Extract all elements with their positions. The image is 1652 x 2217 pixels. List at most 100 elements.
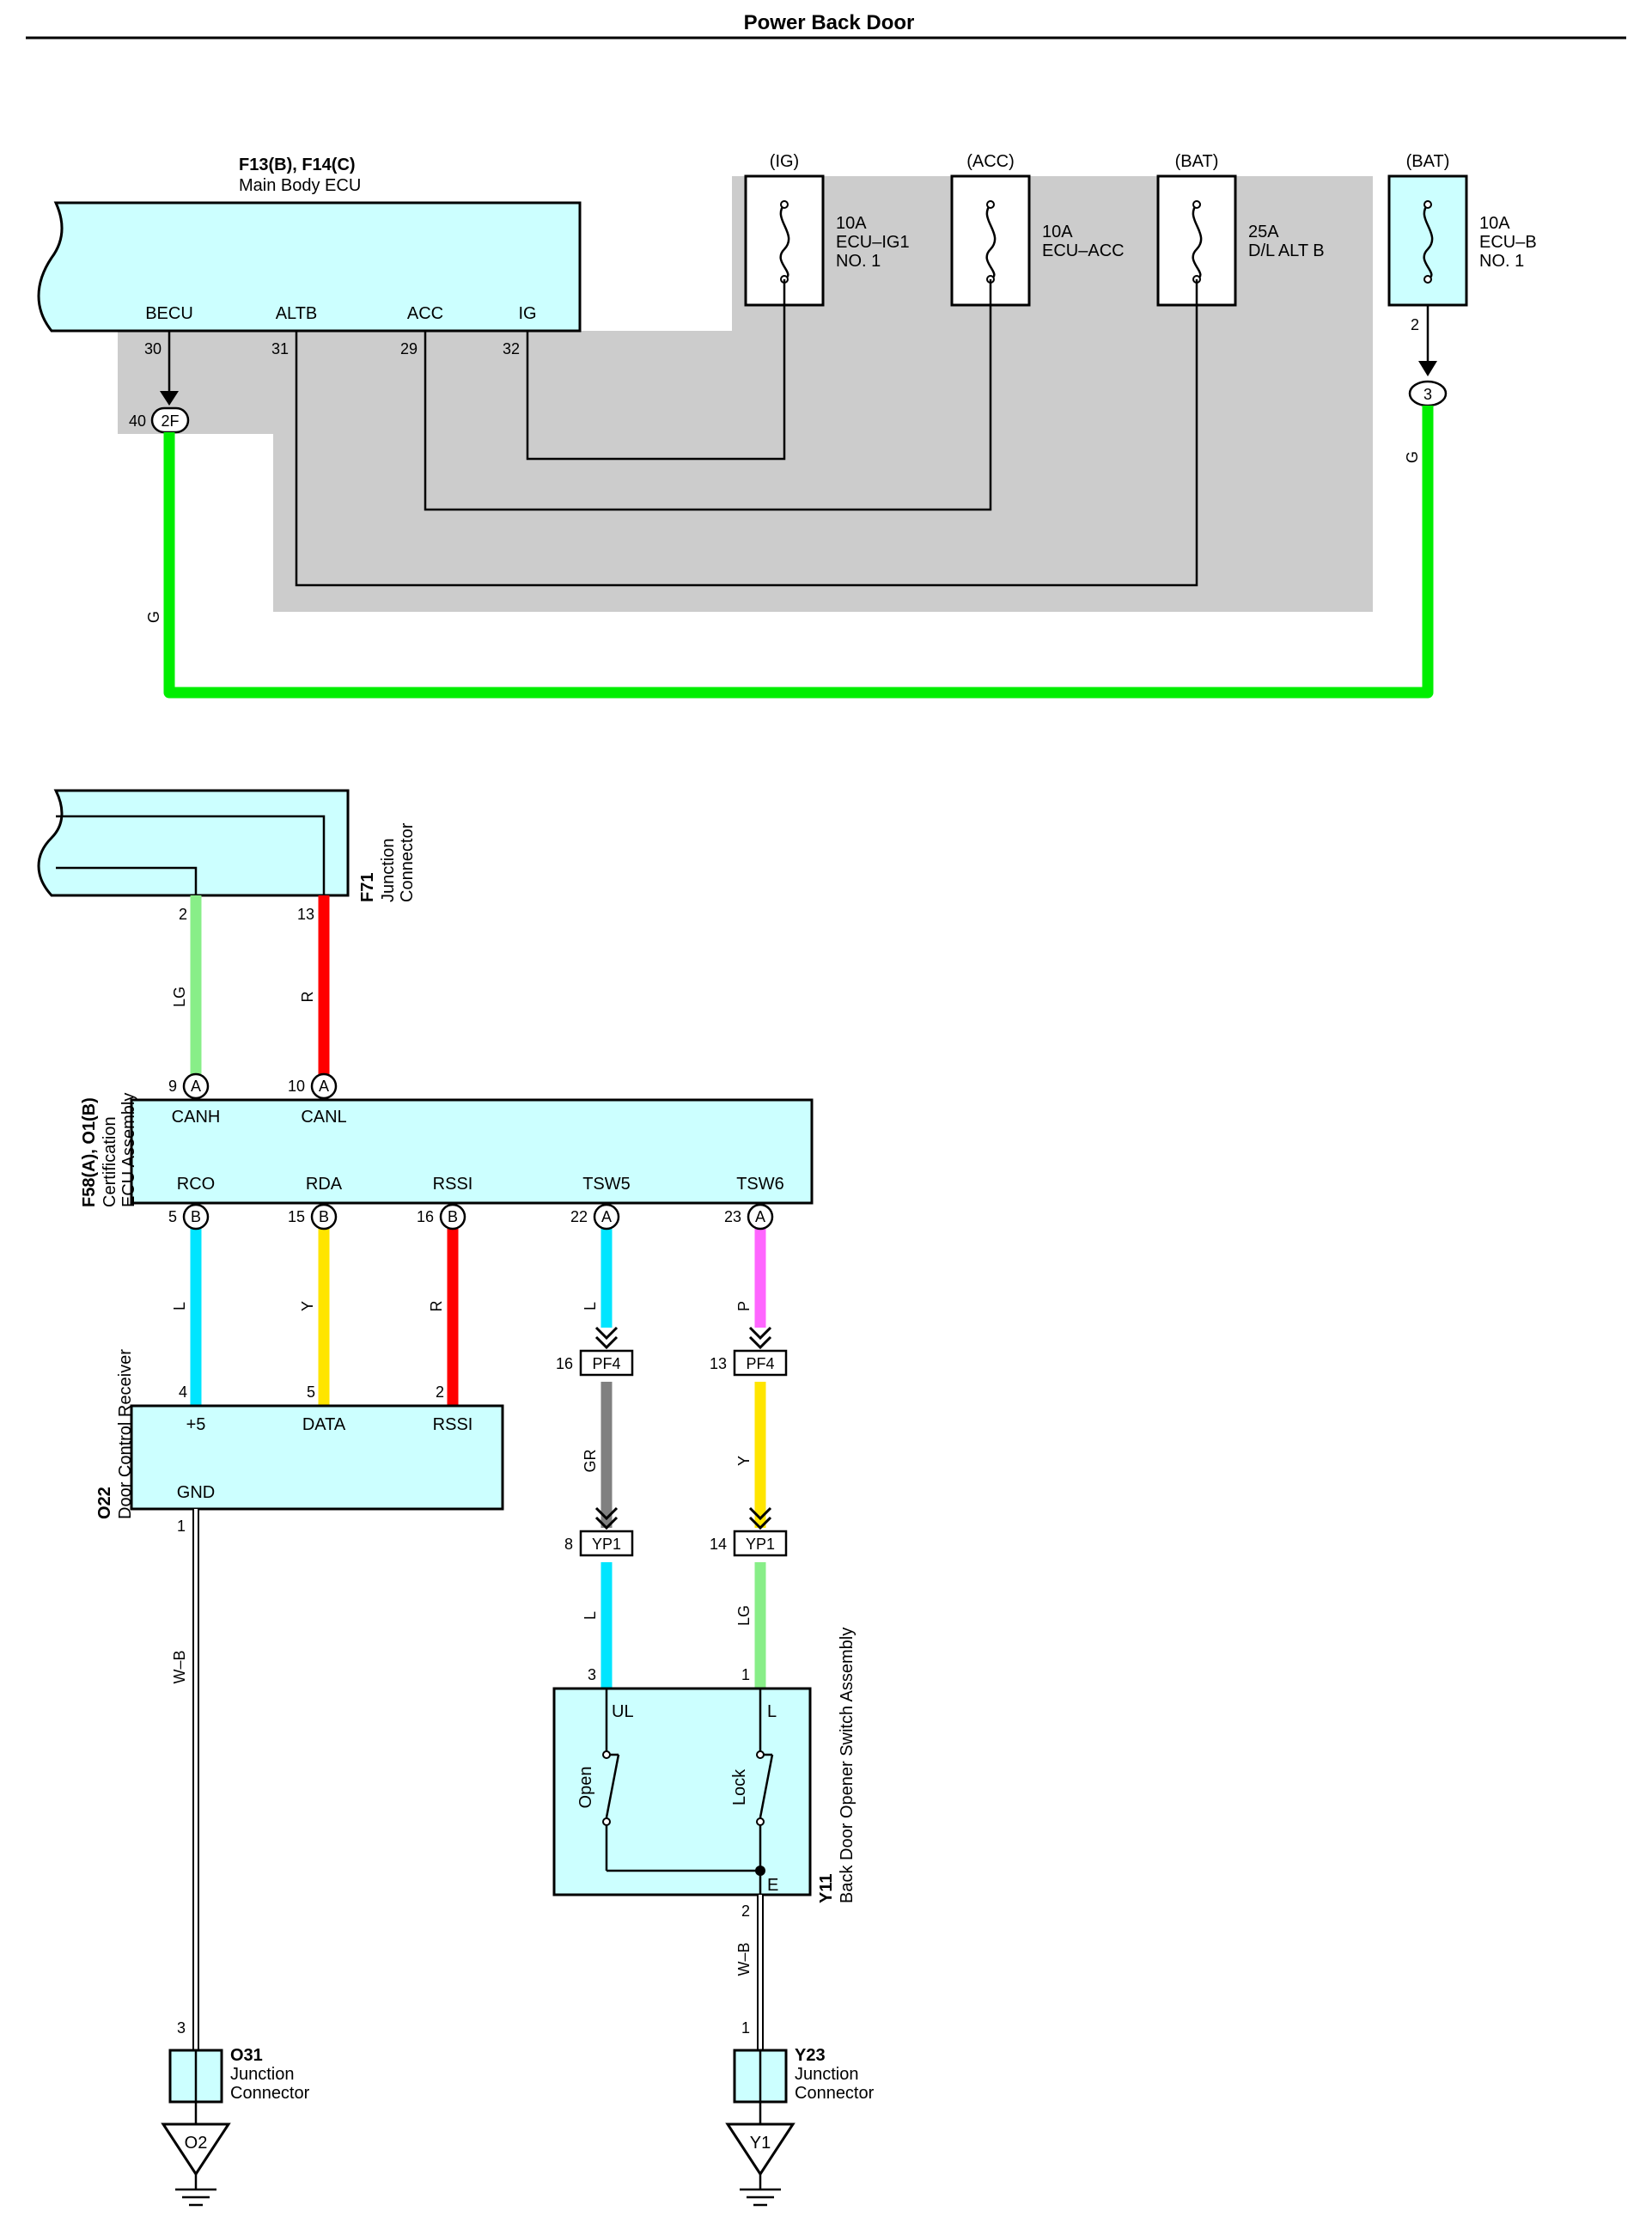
fuse-ig1-line1: 10A (836, 214, 867, 233)
ecu-pin-acc: 29 (400, 340, 418, 357)
ground-o2-symbol (175, 2174, 216, 2207)
becu-arrow (160, 391, 179, 406)
ground-o2-triangle (161, 2122, 231, 2177)
cert-conn-rda (310, 1203, 338, 1231)
switch-pin-ul: 3 (588, 1666, 596, 1683)
cert-terminal-rda: RDA (306, 1175, 343, 1194)
cert-pin-tsw5: 22 (570, 1208, 588, 1225)
cert-terminal-rssi: RSSI (433, 1175, 473, 1194)
fuse-ecu-b (1387, 174, 1468, 307)
pf4-arrow-1 (594, 1326, 619, 1350)
wire-tsw5-label: L (582, 1302, 599, 1310)
receiver-pin-gnd: 1 (177, 1518, 186, 1535)
fuse-acc-supply: (ACC) (966, 152, 1015, 171)
connector-pf4-2 (733, 1349, 788, 1377)
connector-pf4-1-label: PF4 (592, 1355, 620, 1372)
receiver-terminal-5v: +5 (186, 1415, 206, 1434)
f71-pin-2: 2 (179, 906, 187, 923)
fuse-dl-alt-b-line1: 25A (1248, 223, 1279, 241)
ground-y1-label: Y1 (750, 2134, 771, 2153)
cert-conn-tsw5-letter: A (601, 1208, 612, 1225)
wire-ig (526, 279, 786, 461)
switch-open-pivot-top (602, 1750, 611, 1759)
ground-o2-label: O2 (185, 2134, 208, 2153)
yp1-arrow-1 (594, 1506, 619, 1530)
cert-terminal-canh: CANH (172, 1108, 221, 1127)
ecu-terminal-acc: ACC (407, 304, 443, 323)
page-title: Power Back Door (744, 11, 915, 34)
cert-conn-tsw6 (747, 1203, 774, 1231)
cert-conn-canl (310, 1072, 338, 1100)
f71-box (37, 789, 350, 897)
switch-terminal-l: L (767, 1702, 777, 1721)
cert-conn-tsw6-letter: A (755, 1208, 765, 1225)
connector-yp1-1 (579, 1530, 634, 1557)
wire-gr-label: GR (582, 1449, 599, 1472)
wire-lg-low-label: LG (735, 1605, 753, 1626)
shaded-area (118, 176, 1373, 612)
connector-pf4-1 (579, 1349, 634, 1377)
cert-pin-canl: 10 (288, 1078, 305, 1095)
junction-y23-code: Y23 (795, 2046, 826, 2065)
wire-y-mid-label: Y (735, 1456, 753, 1466)
switch-open-pivot-bottom (602, 1817, 611, 1826)
ecu-pin-becu: 30 (144, 340, 162, 357)
wire-acc (424, 279, 992, 511)
junction-3-label: 3 (1423, 386, 1432, 403)
fuse-ecu-b-line2: ECU–B (1479, 233, 1537, 252)
connector-yp1-2-label: YP1 (746, 1536, 775, 1553)
switch-e-node (755, 1866, 765, 1876)
switch-gnd-wire-label: W–B (735, 1942, 753, 1976)
cert-ecu-name-line2: ECU Assembly (119, 1093, 138, 1207)
wire-g-right-label: G (1404, 451, 1421, 463)
cert-pin-rda: 15 (288, 1208, 305, 1225)
receiver-pin-5v: 4 (179, 1383, 187, 1401)
fuse-dl-alt-b-line2: D/L ALT B (1248, 241, 1325, 260)
f71-pin-13: 13 (297, 906, 314, 923)
switch-label-lock: Lock (730, 1768, 749, 1805)
f71-inner-2 (56, 866, 198, 895)
fuse-ecu-b-supply: (BAT) (1406, 152, 1450, 171)
receiver-gnd-wire-label: W–B (171, 1650, 188, 1683)
switch-name: Back Door Opener Switch Assembly (838, 1628, 856, 1903)
cert-ecu-code: F58(A), O1(B) (80, 1097, 99, 1207)
wire-tsw6-label: P (735, 1301, 753, 1311)
ecu-terminal-altb: ALTB (276, 304, 318, 323)
wire-g (163, 406, 1434, 699)
junction-y23-line1: Junction (795, 2065, 859, 2084)
wire-rda-label: Y (299, 1301, 316, 1311)
receiver-name: Door Control Receiver (116, 1349, 135, 1519)
receiver-terminal-rssi: RSSI (433, 1415, 473, 1434)
cert-terminal-tsw6: TSW6 (736, 1175, 784, 1194)
cert-conn-rssi (439, 1203, 466, 1231)
fuse-ig1-line2: ECU–IG1 (836, 233, 910, 252)
fuse-ig1-line3: NO. 1 (836, 252, 881, 271)
cert-conn-canh (182, 1072, 210, 1100)
connector-pf4-1-pin: 16 (556, 1355, 573, 1372)
ground-y1-triangle (725, 2122, 796, 2177)
ecu-pin-altb: 31 (271, 340, 289, 357)
switch-lock-pivot-bottom (756, 1817, 765, 1826)
receiver-gnd-end-pin: 3 (177, 2019, 186, 2037)
wire-rco-label: L (171, 1302, 188, 1310)
cert-ecu-box (130, 1098, 814, 1205)
fuse-ecu-b-line3: NO. 1 (1479, 252, 1524, 271)
switch-code: Y11 (817, 1874, 836, 1903)
ecu-terminal-ig: IG (518, 304, 536, 323)
connector-pf4-2-pin: 13 (710, 1355, 727, 1372)
wire-altb (295, 279, 1198, 587)
fuse-acc-line1: 10A (1042, 223, 1073, 241)
switch-terminal-e: E (767, 1876, 778, 1895)
junction-o31-line1: Junction (230, 2065, 295, 2084)
connector-pf4-2-label: PF4 (746, 1355, 774, 1372)
connector-2f-label: 2F (161, 412, 179, 430)
main-body-ecu-code: F13(B), F14(C) (239, 156, 356, 174)
receiver-box (130, 1404, 504, 1511)
cert-terminal-canl: CANL (301, 1108, 346, 1127)
switch-lock-contact (759, 1689, 774, 1895)
receiver-terminal-data: DATA (302, 1415, 346, 1434)
connector-2f-pin: 40 (129, 412, 146, 430)
ecu-terminal-becu: BECU (145, 304, 193, 323)
cert-conn-rco (182, 1203, 210, 1231)
